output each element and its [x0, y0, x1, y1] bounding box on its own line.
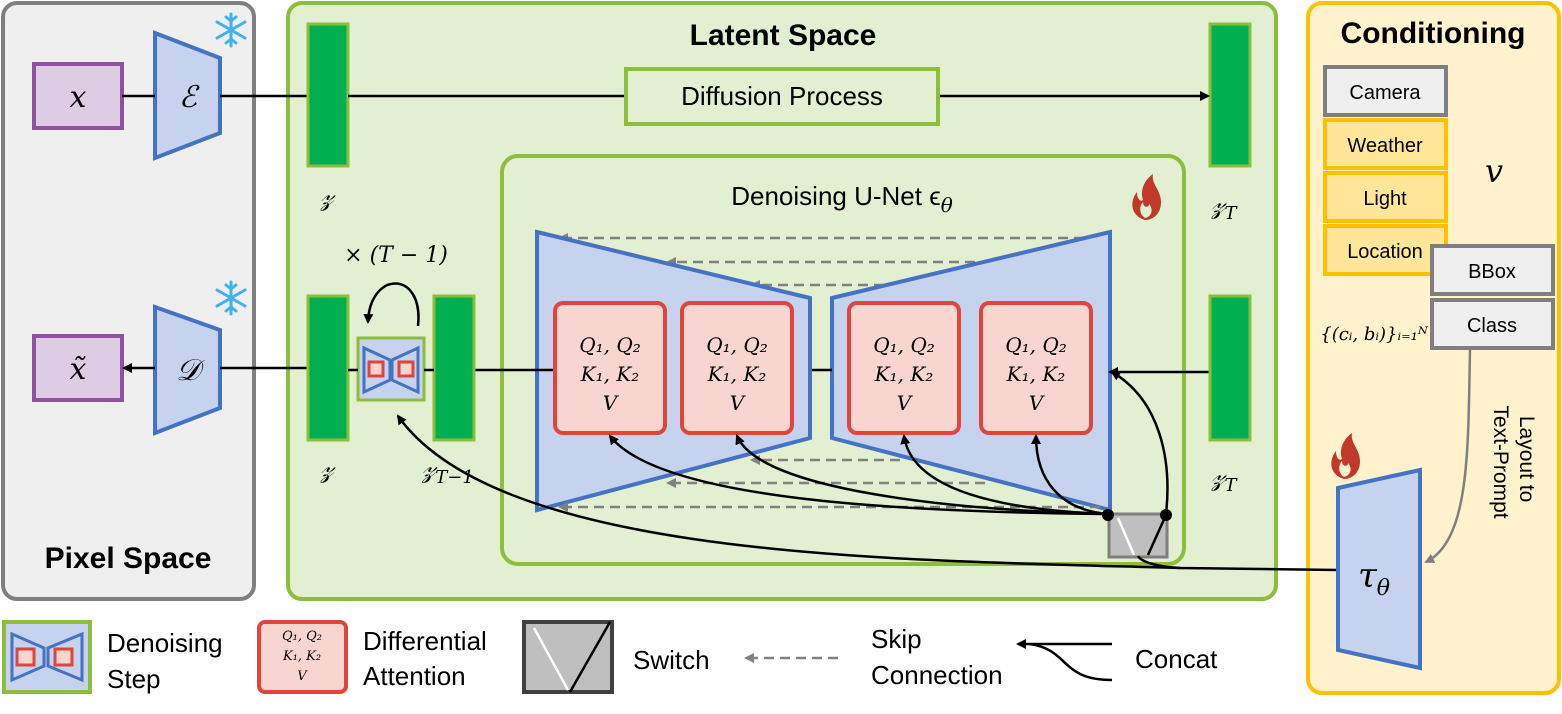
attention-k-label: 𝐾₁, 𝐾₂	[707, 362, 767, 386]
encoder-trapezoid	[153, 30, 222, 161]
z-label-bottom: 𝓏	[319, 451, 336, 484]
latent-space-title: Latent Space	[690, 19, 877, 52]
cond-bbox-label: BBox	[1468, 261, 1516, 283]
legend-attention-v: 𝑉	[297, 669, 308, 684]
conditioning-title: Conditioning	[1341, 17, 1526, 50]
legend-denoising-step-icon	[2, 620, 92, 694]
concat-curve	[1031, 434, 1109, 516]
attention-q-label: 𝑄₁, 𝑄₂	[706, 333, 768, 357]
denoising-step-box	[356, 336, 426, 402]
z-label-top: 𝓏	[319, 179, 336, 212]
cond-camera-box	[1323, 65, 1448, 117]
cond-class-box	[1430, 298, 1555, 350]
frozen-snowflake-icon	[215, 280, 247, 316]
x-symbol: 𝑥	[70, 80, 87, 115]
attention-q-label: 𝑄₁, 𝑄₂	[873, 333, 935, 357]
trainable-flame-icon	[1132, 174, 1161, 220]
cond-light-label: Light	[1363, 188, 1407, 210]
legend-attention-q: 𝑄₁, 𝑄₂	[282, 629, 322, 644]
attention-v-label: 𝑉	[897, 391, 914, 415]
differential-attention-block: 𝑄₁, 𝑄₂ 𝐾₁, 𝐾₂ 𝑉	[847, 301, 961, 435]
layout-to-prompt-arrow	[1424, 349, 1472, 564]
legend-differential-attention-icon: 𝑄₁, 𝑄₂ 𝐾₁, 𝐾₂ 𝑉	[257, 620, 348, 694]
trainable-flame-icon	[1331, 433, 1360, 479]
latent-z-bar	[306, 22, 350, 168]
frozen-snowflake-icon	[215, 12, 247, 48]
attention-q-label: 𝑄₁, 𝑄₂	[1005, 333, 1067, 357]
junction-dot	[1102, 509, 1114, 521]
zT1-label: 𝓏T−1	[421, 451, 474, 488]
legend-switch-label: Switch	[633, 645, 710, 675]
differential-attention-block: 𝑄₁, 𝑄₂ 𝐾₁, 𝐾₂ 𝑉	[553, 301, 667, 435]
latent-zT-bottom-bar	[1208, 294, 1252, 442]
condition-to-denoising-step-curve	[396, 414, 1181, 570]
text-encoder-tau-trapezoid	[1336, 467, 1422, 671]
concat-curve	[1110, 370, 1169, 515]
latent-zT-bar	[1208, 22, 1252, 168]
legend-attention-k: 𝐾₁, 𝐾₂	[282, 649, 321, 664]
v-symbol: 𝑣	[1485, 152, 1503, 190]
decoder-trapezoid	[153, 304, 222, 436]
cond-light-box	[1323, 171, 1448, 223]
set-expression: {(𝑐ᵢ, 𝑏ᵢ)}ᵢ₌₁ᴺ	[1320, 324, 1429, 345]
repeat-label: × (𝑇 − 1)	[344, 243, 448, 268]
tau-symbol: τθ	[1358, 556, 1390, 601]
legend-switch-icon	[522, 620, 614, 694]
cond-bbox-box	[1430, 244, 1555, 296]
conditioning-switch	[1107, 512, 1169, 559]
cond-class-label: Class	[1467, 315, 1517, 337]
junction-dot	[1160, 509, 1172, 521]
differential-attention-block: 𝑄₁, 𝑄₂ 𝐾₁, 𝐾₂ 𝑉	[979, 301, 1093, 435]
diffusion-process-label: Diffusion Process	[681, 81, 883, 111]
x-tilde-symbol: 𝑥̃	[70, 352, 87, 387]
x-tilde-output-box	[32, 334, 124, 402]
legend-skip-connection-label: Skip Connection	[871, 624, 1003, 690]
latent-zT1-bar	[432, 294, 476, 442]
cond-camera-label: Camera	[1349, 82, 1421, 104]
legend-concat-icon	[1016, 639, 1113, 682]
cond-weather-label: Weather	[1347, 135, 1423, 157]
attention-q-label: 𝑄₁, 𝑄₂	[579, 333, 641, 357]
attention-k-label: 𝐾₁, 𝐾₂	[874, 362, 934, 386]
repeat-loop-arrow	[363, 282, 420, 327]
layout-to-text-prompt-label: Layout to Text-Prompt	[1489, 405, 1538, 518]
legend-differential-attention-label: Differential Attention	[363, 626, 494, 691]
legend-denoising-step-label: Denoising Step	[107, 628, 230, 694]
attention-k-label: 𝐾₁, 𝐾₂	[1006, 362, 1066, 386]
cond-location-label: Location	[1347, 241, 1423, 263]
encoder-symbol: ℰ	[179, 80, 200, 115]
concat-curve	[900, 434, 1109, 516]
unet-title: Denoising U-Net ϵθ	[731, 181, 953, 217]
latent-z-bottom-bar	[306, 294, 350, 442]
attention-k-label: 𝐾₁, 𝐾₂	[580, 362, 640, 386]
attention-v-label: 𝑉	[603, 391, 620, 415]
pixel-space-panel	[1, 1, 256, 601]
concat-curve	[735, 434, 1109, 516]
legend-concat-label: Concat	[1135, 644, 1218, 674]
zT-label-top: 𝓏T	[1210, 187, 1238, 224]
pixel-space-title: Pixel Space	[45, 542, 212, 575]
cond-weather-box	[1323, 118, 1448, 170]
concat-curve	[608, 434, 1109, 516]
attention-v-label: 𝑉	[1029, 391, 1046, 415]
attention-v-label: 𝑉	[730, 391, 747, 415]
differential-attention-block: 𝑄₁, 𝑄₂ 𝐾₁, 𝐾₂ 𝑉	[680, 301, 794, 435]
diffusion-process-box	[624, 67, 940, 126]
zT-label-bottom: 𝓏T	[1210, 459, 1238, 496]
